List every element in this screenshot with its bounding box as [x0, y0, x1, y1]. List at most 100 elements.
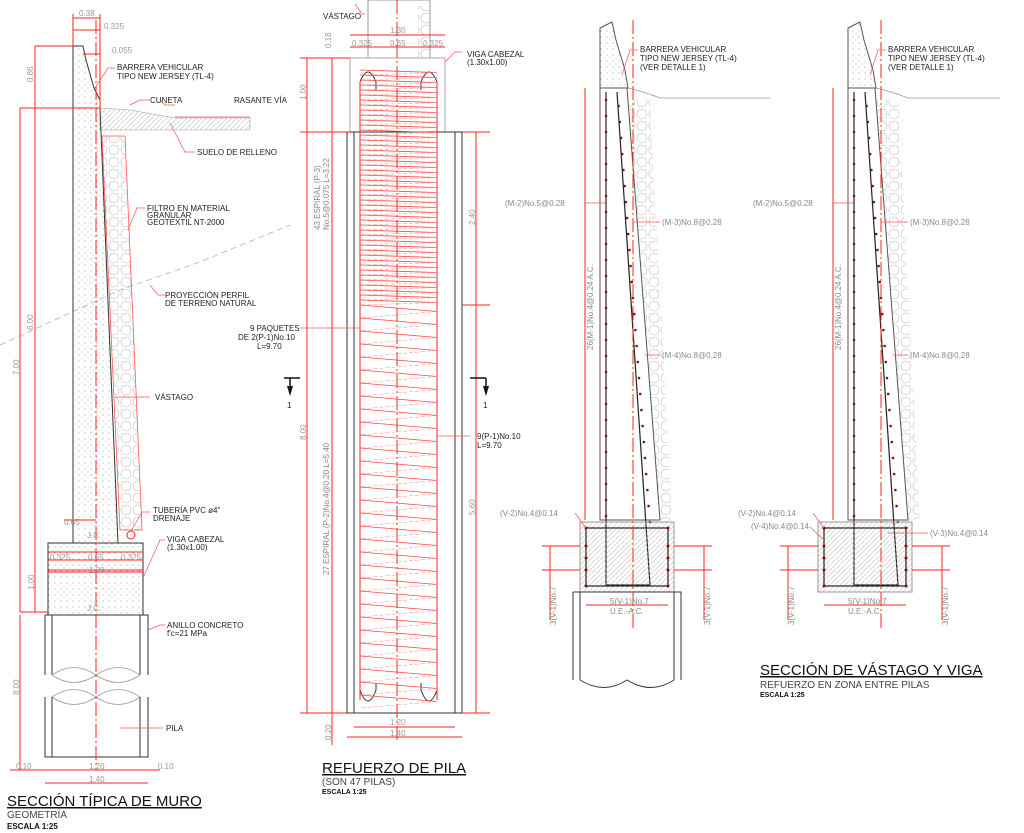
rebar-dot: [604, 226, 608, 230]
spiral-turn-back: [359, 571, 438, 579]
dimension-lines: [10, 14, 160, 784]
rebar-dot: [637, 376, 641, 380]
anillo-label: ANILLO CONCRETO: [167, 621, 243, 630]
dim-0.38: 0.38: [79, 9, 95, 18]
pile-section: 0.18 1.30 0.325 0.65 0.325 1.00 8.00 2.4…: [238, 0, 525, 796]
rebar-dot: [640, 408, 643, 412]
spiral-turn: [359, 184, 438, 188]
spiral-turn: [359, 655, 438, 663]
spiral-turn-back: [359, 649, 438, 657]
perfil-label-2: DE TERRENO NATURAL: [165, 299, 257, 308]
dim-0.86: 0.86: [26, 66, 35, 82]
rebar-dot: [852, 418, 856, 422]
rebar-dot: [628, 248, 631, 252]
spiral-turn: [359, 642, 438, 650]
rebar-dot: [646, 488, 649, 492]
rebar-dot: [852, 370, 856, 374]
dim-1.20: 1.20: [390, 718, 406, 727]
rebar-dot: [876, 248, 879, 252]
road-fill: [99, 107, 251, 131]
rebar-dot: [888, 408, 891, 412]
rebar-dot: [822, 568, 826, 572]
spiral-turn-back: [359, 137, 438, 141]
natural-terrain-line: [0, 224, 291, 346]
rebar-dot: [622, 168, 625, 172]
paquetes-label-2: DE 2(P-1)No.10: [238, 333, 295, 342]
section-cut-right-marker: 1: [470, 377, 489, 410]
barrier-label: BARRERA VEHICULAR: [888, 45, 974, 54]
rebar-dot: [904, 568, 908, 572]
spiral-turn: [359, 616, 438, 624]
rebar-dot: [852, 338, 856, 342]
spiral-turn: [359, 79, 438, 83]
spiral-turn-back: [359, 247, 438, 251]
paquetes-label-3: L=9.70: [257, 342, 282, 351]
v2-label: (V-2)No.4@0.14: [738, 509, 796, 518]
rebar-dot: [604, 354, 608, 358]
dim-1.30: 1.30: [89, 566, 105, 575]
rebar-dot: [584, 556, 588, 560]
spiral-turn-back: [359, 147, 438, 151]
spiral-turn: [359, 330, 438, 338]
filter-stub: [418, 6, 430, 58]
rebar-dot: [618, 120, 622, 124]
anillo-label-2: f'c=21 MPa: [167, 629, 208, 638]
spiral-turn-back: [359, 112, 438, 116]
rebar-dot: [632, 312, 636, 316]
stem-section-title: SECCIÓN DE VÁSTAGO Y VIGA: [760, 662, 983, 679]
spiral-turn-back: [359, 428, 438, 436]
viga-label: VIGA CABEZAL: [167, 535, 225, 544]
spiral-turn: [359, 69, 438, 73]
spiral-turn: [359, 269, 438, 273]
rebar-dot: [636, 360, 640, 364]
rebar-dot: [852, 450, 856, 454]
spiral-turn-back: [359, 132, 438, 136]
dim-0.18: 0.18: [324, 32, 333, 48]
perfil-label: PROYECCIÓN PERFIL: [165, 291, 250, 300]
rebar-dot: [643, 456, 647, 460]
barrier: [847, 21, 877, 89]
spiral-turn: [359, 224, 438, 228]
v1-left-label: 3(V-1)No.7: [787, 586, 796, 625]
barrier: [599, 21, 629, 89]
spiral-turn-back: [359, 87, 438, 91]
rebar-dot: [892, 472, 896, 476]
dimension-lines: [780, 88, 950, 620]
spiral-turn: [359, 668, 438, 676]
spiral-p2-label: 27 ESPIRAL (P-2)No.4@0.20 L=5.40: [322, 442, 331, 575]
spiral-turn-back: [359, 277, 438, 281]
rebar-dot: [822, 544, 826, 548]
spiral-turn: [359, 254, 438, 258]
spiral-turn-back: [359, 162, 438, 166]
section-cut-left-label: 1: [287, 401, 292, 410]
dim-0.325-a: 0.325: [352, 39, 373, 48]
spiral-turn-back: [359, 675, 438, 683]
spiral-turn: [359, 114, 438, 118]
rebar-dot: [877, 264, 880, 268]
rebar-dot: [852, 482, 856, 486]
spiral-turn: [359, 189, 438, 193]
viga-label-2: (1.30x1.00): [167, 543, 208, 552]
rebar-dot: [630, 280, 634, 284]
rebar-dot: [904, 526, 908, 530]
dim-8.00: 8.00: [12, 679, 21, 695]
rebar-dot: [604, 146, 608, 150]
leader-lines: [94, 67, 195, 729]
spiral-turn-back: [359, 493, 438, 501]
p1-label: 9(P-1)No.10: [477, 432, 521, 441]
pile-section-subtitle: (SON 47 PILAS): [322, 777, 395, 788]
leader-lines: [809, 526, 928, 541]
dim-1.20: 1.20: [89, 762, 105, 771]
m3-label: (M-3)No.8@0.28: [910, 218, 970, 227]
p1-label-2: L=9.70: [477, 441, 502, 450]
spiral-turn-back: [359, 415, 438, 423]
v1-bottom-label: 5(V-1)No.7: [610, 597, 649, 606]
spiral-turn: [359, 460, 438, 468]
road-line: [627, 87, 770, 99]
spiral-turn: [359, 209, 438, 213]
vastago-label: VÁSTAGO: [155, 393, 193, 402]
spiral-turn-back: [359, 389, 438, 397]
rebar-dot: [604, 434, 608, 438]
rebar-dot: [617, 104, 620, 108]
